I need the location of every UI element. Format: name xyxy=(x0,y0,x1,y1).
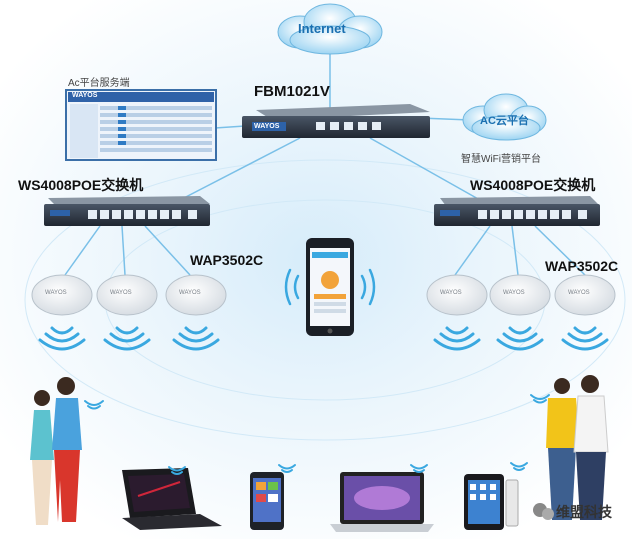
wifi-icon xyxy=(510,462,528,471)
ap-brand-label: WAYOS xyxy=(45,290,67,296)
ac-server-monitor xyxy=(65,89,217,161)
people-right-icon xyxy=(546,375,609,520)
laptop-icon xyxy=(330,472,434,532)
ap-brand-label: WAYOS xyxy=(179,290,201,296)
switch-right xyxy=(434,196,600,226)
ac-server-label: Ac平台服务端 xyxy=(68,78,130,89)
link-ap xyxy=(534,225,586,276)
phone-signal-waves xyxy=(284,268,376,306)
wifi-icon xyxy=(278,464,296,473)
ap-brand-label: WAYOS xyxy=(440,290,462,296)
link-ap xyxy=(454,225,491,276)
switch-left-label: WS4008POE交换机 xyxy=(18,177,144,193)
ap-brand-label: WAYOS xyxy=(503,290,525,296)
ap-brand-label: WAYOS xyxy=(568,290,590,296)
ap-icon xyxy=(426,274,488,316)
access-points xyxy=(31,274,616,316)
smartphone-icon xyxy=(250,472,284,530)
internet-label: Internet xyxy=(298,21,346,36)
ac-server-brand-label: WAYOS xyxy=(72,92,98,99)
ap-icon xyxy=(96,274,158,316)
people-left-icon xyxy=(30,377,82,525)
link-lines xyxy=(64,52,586,276)
smartphone-icon xyxy=(306,238,354,336)
link-ap xyxy=(511,225,519,276)
router-device xyxy=(242,104,430,138)
ap-left-label: WAP3502C xyxy=(190,252,264,268)
internet-cloud-icon xyxy=(277,3,383,55)
wifi-icon xyxy=(172,326,220,351)
wifi-waves xyxy=(38,326,609,351)
ac-cloud-label: AC云平台 xyxy=(480,115,529,127)
wifi-icon xyxy=(410,464,428,473)
wifi-icon xyxy=(496,326,544,351)
link-ap xyxy=(121,225,126,276)
wifi-icon xyxy=(561,326,609,351)
ap-right-label: WAP3502C xyxy=(545,258,619,274)
wifi-icon xyxy=(168,466,186,475)
wifi-platform-label: 智慧WiFi营销平台 xyxy=(461,154,541,165)
link-ap xyxy=(64,225,101,276)
link-router-switch-left xyxy=(179,137,301,201)
router-brand-label: WAYOS xyxy=(254,123,280,130)
wifi-icon xyxy=(103,326,151,351)
link-server-router xyxy=(214,125,246,129)
ap-icon xyxy=(554,274,616,316)
ap-brand-label: WAYOS xyxy=(110,290,132,296)
wechat-logo-icon xyxy=(533,503,554,520)
watermark-text: 维盟科技 xyxy=(556,504,612,520)
bg-ring xyxy=(24,159,626,441)
ap-icon xyxy=(489,274,551,316)
ac-cloud-icon xyxy=(462,93,547,141)
ap-icon xyxy=(31,274,93,316)
laptop-icon xyxy=(122,468,222,530)
tablet-icon xyxy=(464,474,519,530)
wifi-icon xyxy=(38,326,86,351)
wifi-icon xyxy=(433,326,481,351)
link-router-switch-right xyxy=(369,137,481,201)
router-label: FBM1021V xyxy=(254,83,330,100)
switch-left xyxy=(44,196,210,226)
switch-right-label: WS4008POE交换机 xyxy=(470,177,596,193)
wifi-icon xyxy=(530,394,550,404)
ap-icon xyxy=(165,274,227,316)
link-ap xyxy=(144,225,191,276)
wifi-icon xyxy=(84,400,104,410)
